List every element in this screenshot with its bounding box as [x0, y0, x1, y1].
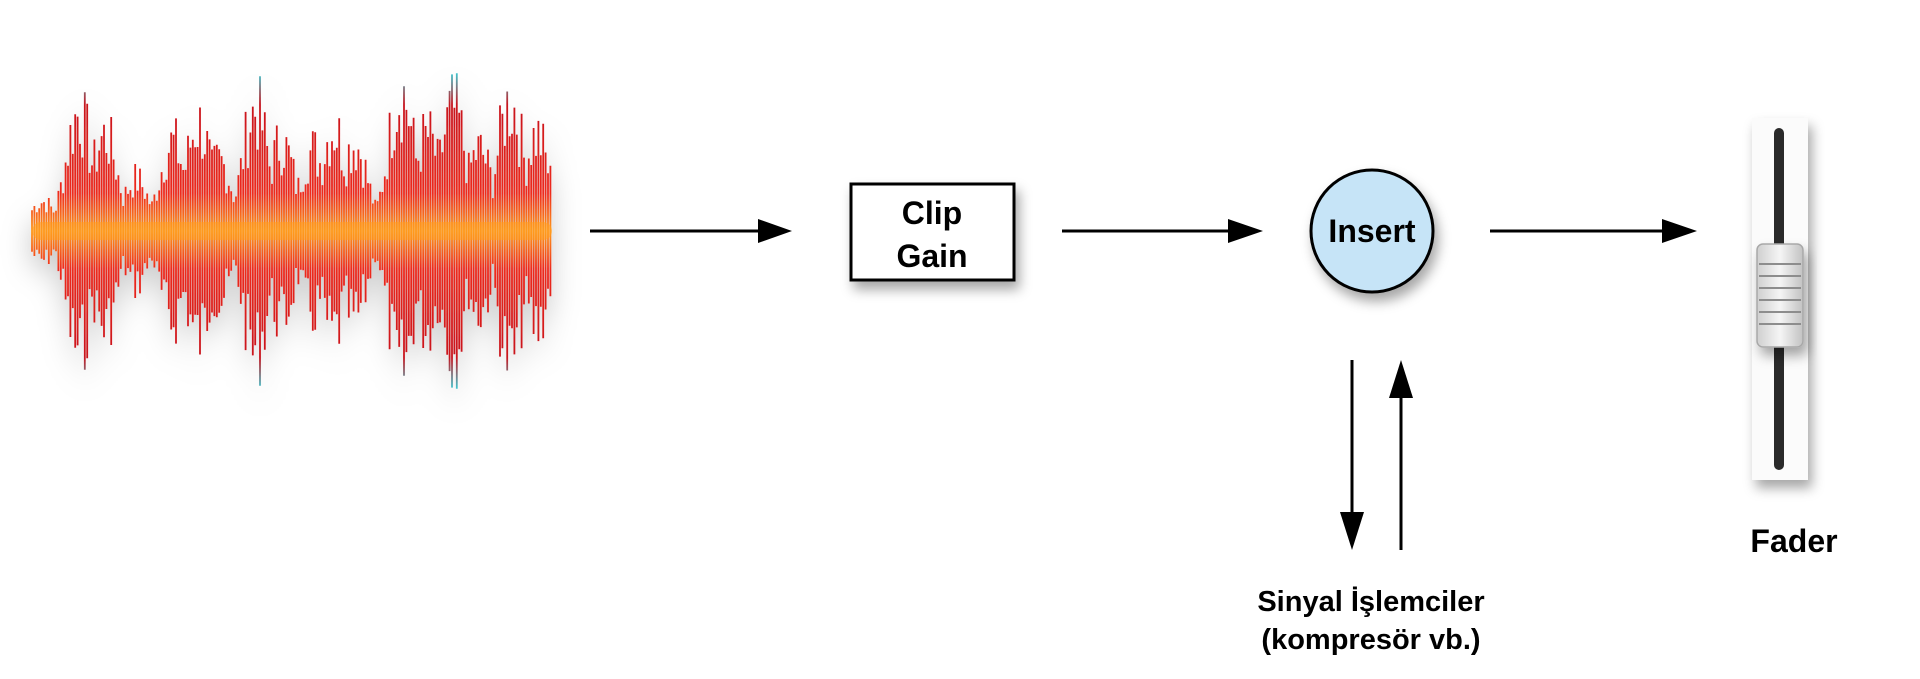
- arrow-insert-send: [1340, 360, 1364, 550]
- arrow-insert-return: [1389, 360, 1413, 550]
- clip-gain-label-line1: Clip: [902, 195, 962, 231]
- fader-label: Fader: [1750, 523, 1837, 559]
- signal-processors-line2: (kompresör vb.): [1261, 624, 1480, 656]
- signal-processors-label: Sinyal İşlemciler (kompresör vb.): [1257, 586, 1484, 656]
- clip-gain-box: Clip Gain: [849, 182, 1016, 282]
- arrow-clip-gain-to-insert: [1062, 219, 1263, 243]
- insert-node: Insert: [1309, 168, 1435, 294]
- waveform-core: [32, 222, 552, 240]
- clip-gain-label-line2: Gain: [896, 238, 967, 274]
- audio-waveform-icon: [31, 73, 552, 389]
- insert-label: Insert: [1328, 213, 1415, 249]
- fader-cap: [1756, 243, 1804, 348]
- fader-slider-icon: [1752, 118, 1808, 480]
- signal-processors-line1: Sinyal İşlemciler: [1257, 586, 1484, 618]
- arrow-waveform-to-clip-gain: [590, 219, 792, 243]
- arrow-insert-to-fader: [1490, 219, 1697, 243]
